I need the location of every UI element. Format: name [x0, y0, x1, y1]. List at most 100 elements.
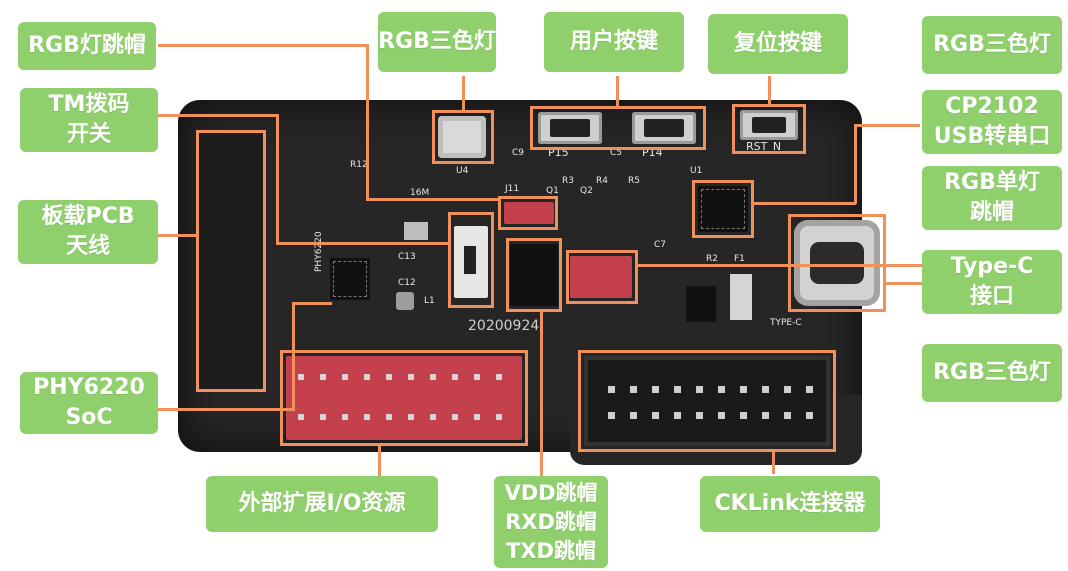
line-tm-1 — [158, 114, 278, 117]
silk-j11: J11 — [505, 184, 520, 194]
highlight-antenna — [196, 130, 266, 392]
silk-c13: C13 — [398, 252, 416, 262]
line-rgb-led — [462, 76, 465, 112]
io-pin — [430, 414, 436, 420]
cklink-pin — [630, 412, 637, 419]
highlight-user-keys — [530, 106, 706, 150]
rgb-jumper-cap[interactable] — [504, 202, 554, 224]
cklink-pin — [762, 386, 769, 393]
label-rgb-led-top: RGB三色灯 — [378, 12, 496, 72]
silk-phy6220: PHY6220 — [314, 231, 324, 272]
line-cp2102-3 — [752, 202, 856, 205]
cklink-pin — [740, 386, 747, 393]
cklink-pin — [806, 386, 813, 393]
external-io-header — [286, 356, 522, 440]
line-rgb-jumper-3 — [366, 198, 500, 201]
silk-u4: U4 — [456, 166, 469, 176]
silk-r12: R12 — [350, 160, 368, 170]
cp2102-chip — [698, 186, 748, 232]
line-cklink — [772, 450, 775, 474]
label-vdd-rxd-txd: VDD跳帽 RXD跳帽 TXD跳帽 — [494, 476, 608, 568]
label-cklink: CKLink连接器 — [700, 476, 880, 532]
silk-typec: TYPE-C — [770, 318, 802, 328]
cklink-pin — [718, 412, 725, 419]
line-rgb-jumper-2 — [366, 44, 369, 200]
io-pin — [430, 374, 436, 380]
silk-f1: F1 — [734, 254, 745, 264]
io-pin — [364, 374, 370, 380]
label-rgb-single-jumper: RGB单灯 跳帽 — [922, 166, 1062, 230]
highlight-cklink — [578, 350, 836, 452]
line-rgb-single-jumper — [636, 264, 922, 267]
line-tm-3 — [276, 242, 450, 245]
cklink-pin — [718, 386, 725, 393]
tm-dip-switch[interactable] — [454, 226, 488, 298]
cklink-pin — [784, 386, 791, 393]
line-rgb-jumper-1 — [158, 44, 366, 47]
pcb-antenna-area — [196, 130, 266, 392]
line-soc-3 — [292, 302, 332, 305]
silk-u1: U1 — [690, 166, 703, 176]
crystal — [404, 222, 428, 240]
line-ext-io — [378, 444, 381, 476]
silk-c7: C7 — [654, 240, 667, 250]
cklink-pin — [740, 412, 747, 419]
io-pin — [474, 414, 480, 420]
phy6220-chip — [330, 258, 370, 300]
silk-r5: R5 — [628, 176, 640, 186]
io-pin — [408, 414, 414, 420]
silk-16m: 16M — [410, 188, 430, 198]
cklink-pin — [674, 386, 681, 393]
silk-q1: Q1 — [546, 186, 559, 196]
line-tm-2 — [276, 114, 279, 244]
io-pin — [364, 414, 370, 420]
silk-r3: R3 — [562, 176, 574, 186]
io-pin — [386, 374, 392, 380]
io-pin — [320, 374, 326, 380]
silk-q2: Q2 — [580, 186, 593, 196]
cklink-pin — [630, 386, 637, 393]
io-pin — [452, 414, 458, 420]
highlight-rgb-led — [432, 110, 494, 164]
cklink-pin — [652, 386, 659, 393]
highlight-rgb-jumper — [498, 196, 558, 230]
ldo-regulator — [686, 286, 716, 322]
cklink-pin — [696, 386, 703, 393]
cklink-pin — [696, 412, 703, 419]
label-user-keys: 用户按键 — [544, 12, 684, 72]
line-reset-key — [768, 76, 771, 106]
typec-connector[interactable] — [794, 220, 880, 306]
io-pin — [342, 414, 348, 420]
reset-button[interactable] — [740, 110, 798, 140]
silk-c9: C9 — [512, 148, 525, 158]
cklink-pin — [806, 412, 813, 419]
line-user-keys — [616, 76, 619, 108]
label-antenna: 板载PCB 天线 — [18, 200, 158, 264]
label-rgb-jumper: RGB灯跳帽 — [18, 22, 156, 70]
highlight-vdd-jumpers — [506, 238, 562, 312]
cklink-pin — [784, 412, 791, 419]
rgb-single-jumper-caps[interactable] — [570, 256, 632, 298]
user-button-p15[interactable] — [538, 112, 602, 144]
rgb-led-component — [438, 116, 486, 158]
label-rgb-led-right-bottom: RGB三色灯 — [922, 344, 1062, 402]
highlight-cp2102 — [692, 180, 754, 238]
cklink-pin — [674, 412, 681, 419]
label-reset-key: 复位按键 — [708, 14, 848, 74]
line-cp2102-1 — [854, 124, 920, 127]
label-cp2102: CP2102 USB转串口 — [922, 90, 1062, 154]
line-soc-2 — [292, 302, 295, 411]
io-pin — [474, 374, 480, 380]
user-button-p14[interactable] — [632, 112, 696, 144]
cklink-pin — [762, 412, 769, 419]
cklink-header-body[interactable] — [584, 356, 830, 446]
line-antenna — [158, 234, 198, 237]
cklink-pin — [608, 412, 615, 419]
silk-c12: C12 — [398, 278, 416, 288]
line-soc-1 — [158, 408, 294, 411]
vdd-rxd-txd-jumper-caps[interactable] — [510, 244, 558, 306]
cklink-pin — [608, 386, 615, 393]
label-tm-switch: TM拨码 开关 — [20, 88, 158, 152]
io-pin — [342, 374, 348, 380]
